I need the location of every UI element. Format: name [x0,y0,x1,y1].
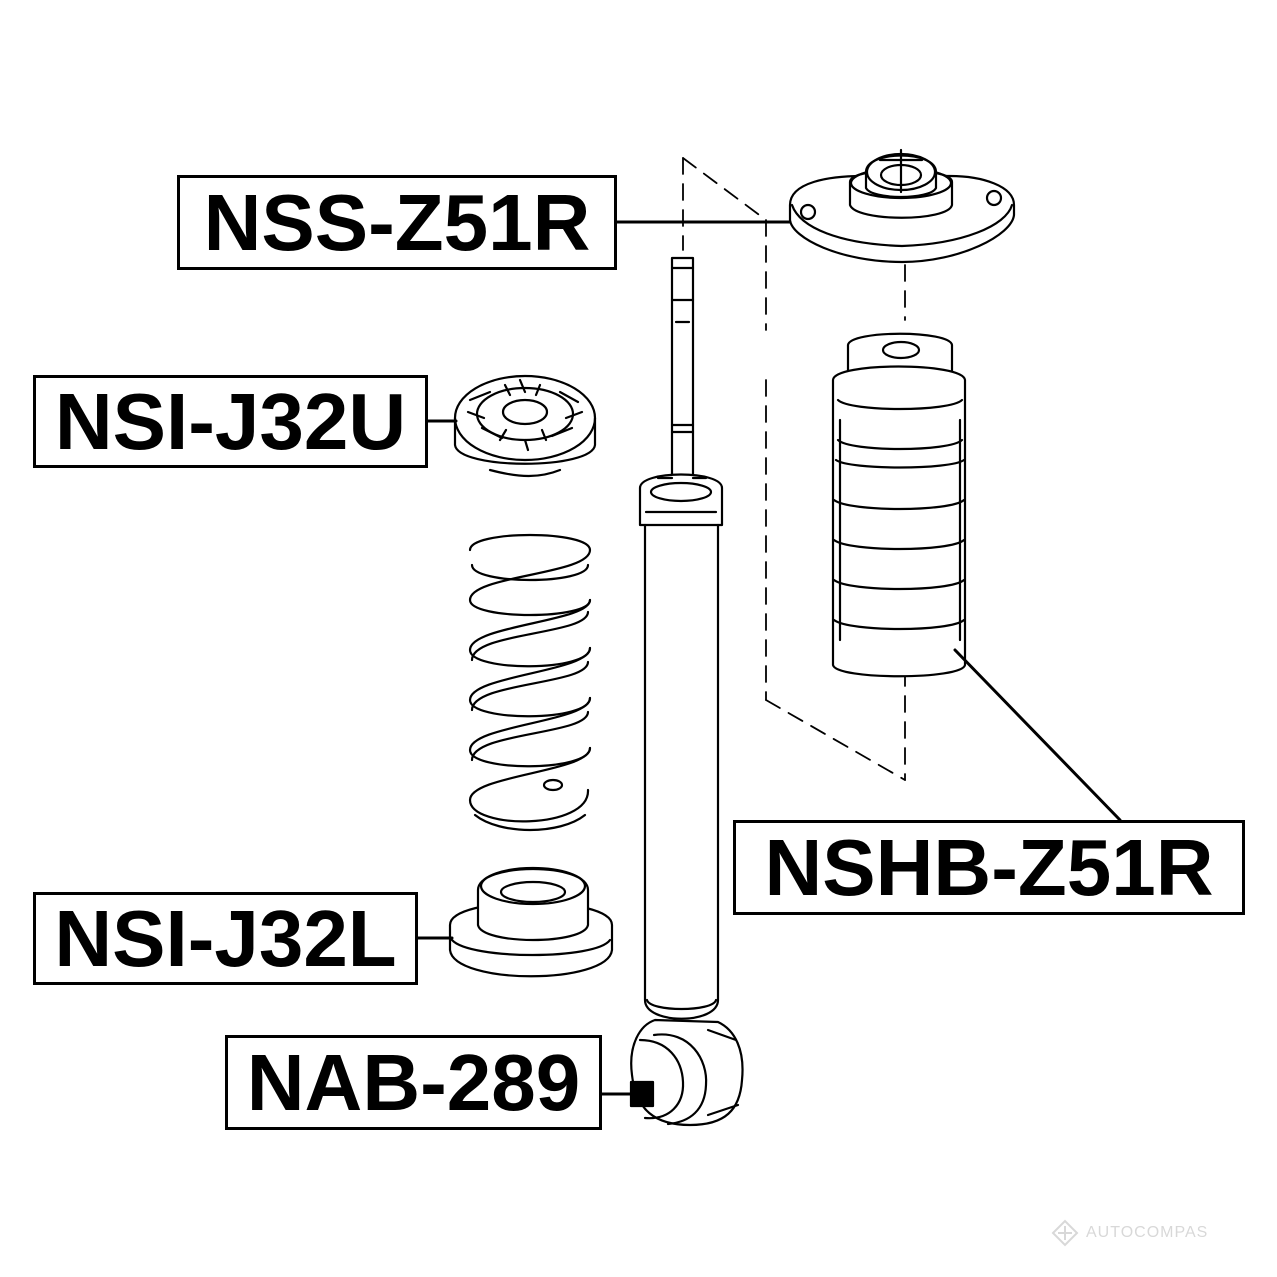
top-mount [788,148,1016,264]
shock-absorber [629,256,744,1127]
watermark: AUTOCOMPAS [1050,1218,1208,1248]
watermark-text: AUTOCOMPAS [1086,1224,1209,1241]
coil-spring [468,533,592,832]
part-label-bump-stop-boot: NSHB-Z51R [733,820,1245,915]
assembly-guide [682,157,906,781]
part-label-upper-spring-insulator: NSI-J32U [33,375,428,468]
autocompas-logo-icon [1051,1219,1079,1247]
leader-lines [416,220,1122,1096]
part-label-top-mount: NSS-Z51R [177,175,617,270]
bump-stop-boot [831,332,967,678]
lower-spring-insulator [448,866,614,978]
part-label-shock-bushing: NAB-289 [225,1035,602,1130]
part-label-lower-spring-insulator: NSI-J32L [33,892,418,985]
upper-spring-insulator [453,374,597,478]
